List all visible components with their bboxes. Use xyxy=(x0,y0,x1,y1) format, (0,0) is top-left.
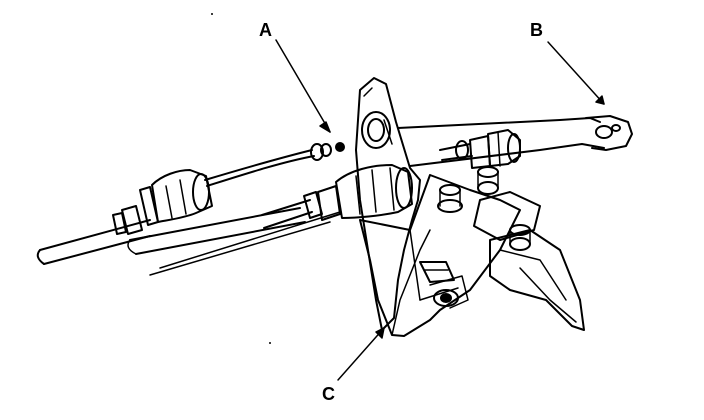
stray-dot xyxy=(269,342,271,344)
upright-bracket xyxy=(355,77,421,331)
right-cable-boot xyxy=(439,129,521,169)
callout-label-a: A xyxy=(259,20,272,40)
pivot-assembly xyxy=(419,166,541,309)
leader-arrow-c xyxy=(337,327,385,381)
left-cable-boot xyxy=(112,169,213,235)
lower-cable xyxy=(36,207,341,276)
leader-arrow-a xyxy=(275,39,331,133)
stray-dot xyxy=(211,13,213,15)
leader-arrow-b xyxy=(547,41,605,105)
upper-rail xyxy=(397,115,633,167)
callout-label-c: C xyxy=(322,384,335,404)
callout-label-b: B xyxy=(530,20,543,40)
lever-arm xyxy=(489,229,585,331)
inner-cable-a xyxy=(204,142,345,187)
main-cable xyxy=(261,164,413,229)
